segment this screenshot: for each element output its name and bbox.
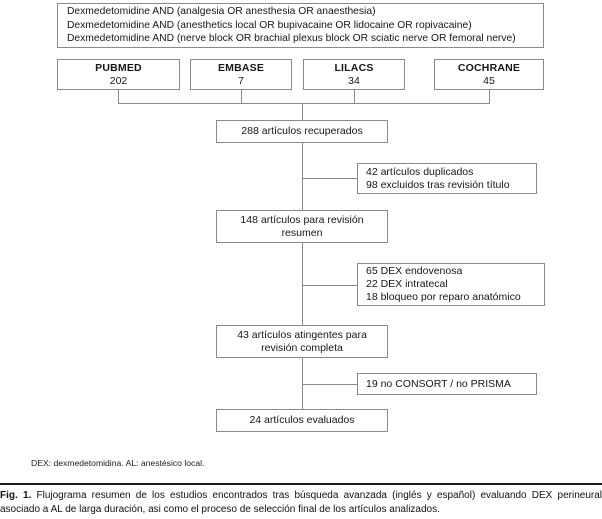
database-box-pubmed: PUBMED 202 — [57, 59, 180, 90]
stage-line: 24 artículos evaluados — [249, 414, 355, 426]
stage-line: 43 artículos atingentes para — [237, 328, 367, 341]
exclusion-box-duplicates: 42 artículos duplicados 98 excluidos tra… — [357, 163, 537, 194]
database-box-cochrane: COCHRANE 45 — [434, 59, 544, 90]
exclusion-line: 98 excluidos tras revisión título — [366, 178, 510, 191]
figure-caption: Fig. 1. Flujograma resumen de los estudi… — [0, 489, 602, 516]
query-line: Dexmedetomidine AND (anesthetics local O… — [67, 19, 472, 31]
exclusion-box-route: 65 DEX endovenosa 22 DEX intratecal 18 b… — [357, 263, 545, 306]
connector-embase-down — [241, 90, 242, 103]
figure-caption-text: Flujograma resumen de los estudios encon… — [0, 490, 602, 515]
database-count: 202 — [109, 74, 128, 87]
database-name: PUBMED — [95, 61, 142, 74]
caption-divider — [0, 483, 602, 485]
query-line: Dexmedetomidine AND (nerve block OR brac… — [67, 33, 516, 45]
database-count: 7 — [238, 74, 244, 87]
connector-cochrane-down — [489, 90, 490, 103]
database-count: 34 — [348, 74, 360, 87]
stage-line: revisión completa — [261, 341, 343, 354]
connector-branch-exclusion-1 — [302, 178, 358, 179]
stage-line: 288 artículos recuperados — [241, 125, 363, 137]
database-name: EMBASE — [217, 61, 265, 74]
database-name: LILACS — [334, 61, 374, 74]
exclusion-line: 19 no CONSORT / no PRISMA — [366, 377, 511, 390]
connector-bus-to-retrieved — [302, 103, 303, 121]
stage-box-evaluated: 24 artículos evaluados — [216, 409, 388, 432]
exclusion-line: 22 DEX intratecal — [366, 278, 448, 290]
connector-database-bus — [118, 103, 490, 104]
stage-box-retrieved: 288 artículos recuperados — [216, 120, 388, 143]
connector-spine-2 — [302, 243, 303, 326]
figure-caption-label: Fig. 1. — [0, 490, 32, 501]
connector-spine-1 — [302, 143, 303, 211]
database-box-lilacs: LILACS 34 — [303, 59, 405, 90]
stage-line: resumen — [281, 226, 323, 239]
exclusion-line: 65 DEX endovenosa — [366, 265, 463, 277]
stage-line: 148 artículos para revisión — [240, 213, 364, 226]
exclusion-box-reporting: 19 no CONSORT / no PRISMA — [357, 373, 537, 395]
connector-pubmed-down — [118, 90, 119, 103]
abbreviation-footnote: DEX: dexmedetomidina. AL: anestésico loc… — [31, 458, 205, 468]
stage-box-abstract-review: 148 artículos para revisión resumen — [216, 210, 388, 243]
search-query-box: Dexmedetomidine AND (analgesia OR anesth… — [57, 3, 544, 48]
connector-branch-exclusion-3 — [302, 384, 358, 385]
database-count: 45 — [483, 74, 495, 87]
stage-box-fulltext-review: 43 artículos atingentes para revisión co… — [216, 325, 388, 358]
connector-branch-exclusion-2 — [302, 285, 358, 286]
database-name: COCHRANE — [457, 61, 521, 74]
exclusion-line: 42 artículos duplicados — [366, 165, 474, 178]
database-box-embase: EMBASE 7 — [190, 59, 292, 90]
connector-lilacs-down — [354, 90, 355, 103]
exclusion-line: 18 bloqueo por reparo anatómico — [366, 291, 521, 303]
query-line: Dexmedetomidine AND (analgesia OR anesth… — [67, 6, 376, 18]
